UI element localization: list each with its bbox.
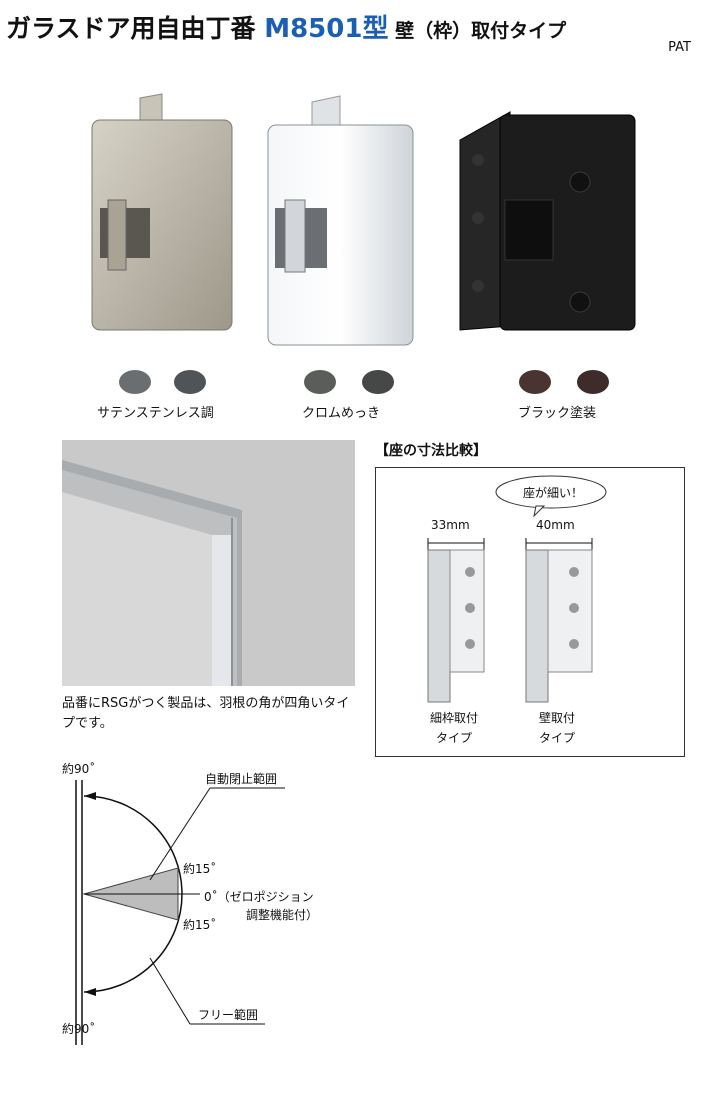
- satin-cap-icon: [119, 370, 151, 394]
- down15-label: 約15˚: [183, 918, 217, 932]
- patent-mark: PAT: [668, 40, 691, 55]
- finish-caps: [119, 370, 609, 394]
- angle-bottom: 約90˚: [62, 1022, 96, 1036]
- rsg-note: 品番にRSGがつく製品は、羽根の角が四角いタイプです。: [62, 696, 350, 731]
- page-title: ガラスドア用自由丁番 M8501型 壁（枠）取付タイプ: [6, 14, 567, 44]
- bubble-text: 座が細い！: [523, 486, 584, 500]
- wall-label: 壁取付 タイプ: [538, 711, 575, 745]
- zero-position-label: 0˚（ゼロポジション: [204, 890, 314, 904]
- narrow-frame-hinge-image: [427, 549, 485, 703]
- auto-close-label: 自動閉止範囲: [205, 772, 278, 786]
- satin-hinge-image: [91, 93, 233, 331]
- speech-bubble: [495, 475, 607, 509]
- wall-mount-hinge-image: [525, 549, 593, 703]
- narrow-width: 33mm: [431, 518, 470, 532]
- chrome-cap-icon: [304, 370, 336, 394]
- finish-label-satin: サテンステンレス調: [97, 406, 214, 421]
- zero-position-sub: 調整機能付）: [246, 908, 319, 922]
- model-number: M8501型: [264, 14, 389, 44]
- comparison-box: 座が細い！ 33mm 40mm 細枠取付 タイプ 壁取付 タイプ: [375, 467, 685, 757]
- black-hinge-image: [459, 111, 636, 331]
- chrome-hinge-image: [267, 95, 414, 346]
- up15-label: 約15˚: [183, 862, 217, 876]
- chrome-cap-icon: [362, 370, 394, 394]
- black-cap-icon: [519, 370, 551, 394]
- product-images: [91, 93, 636, 346]
- narrow-label: 細枠取付 タイプ: [429, 711, 478, 745]
- black-cap-icon: [577, 370, 609, 394]
- corner-closeup-photo: [62, 440, 355, 686]
- mount-type: 壁（枠）取付タイプ: [388, 20, 567, 42]
- wall-width: 40mm: [536, 518, 575, 532]
- finish-label-black: ブラック塗装: [518, 406, 597, 421]
- satin-cap-icon: [174, 370, 206, 394]
- comparison-heading: 【座の寸法比較】: [375, 443, 487, 459]
- angle-top: 約90˚: [62, 762, 96, 776]
- angle-diagram: [75, 780, 285, 1045]
- free-range-label: フリー範囲: [198, 1008, 259, 1022]
- finish-label-chrome: クロムめっき: [302, 406, 381, 421]
